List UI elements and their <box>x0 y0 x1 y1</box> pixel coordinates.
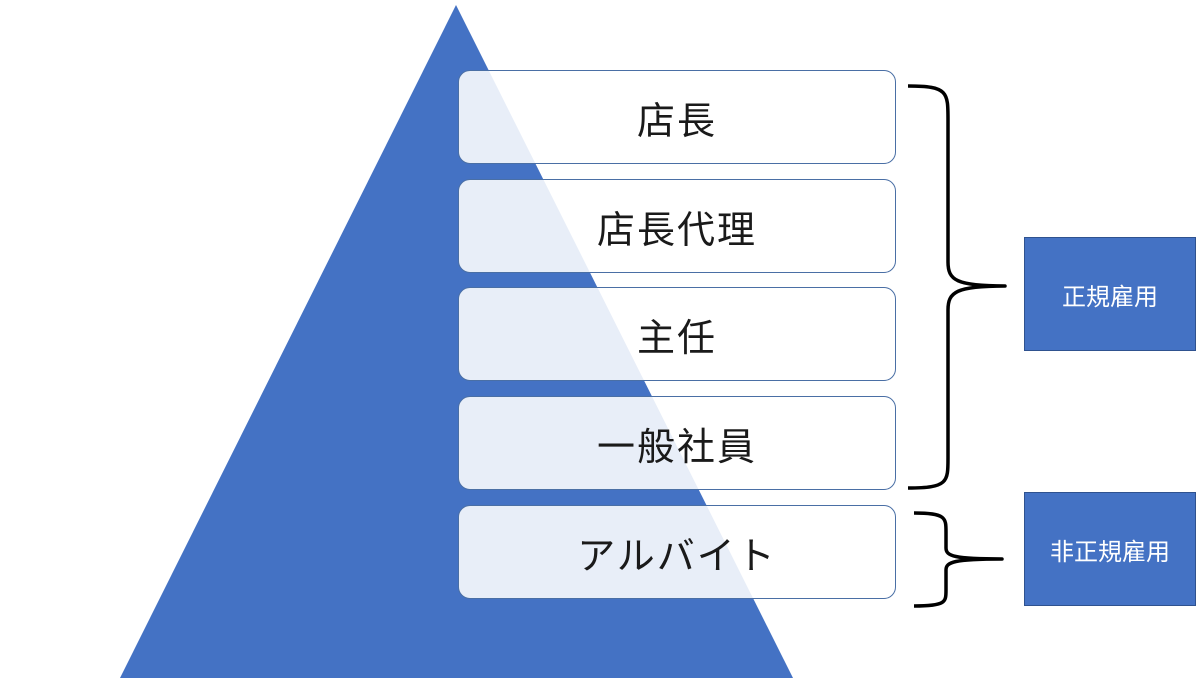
non-regular-bracket <box>913 511 1004 608</box>
category-regular-employment: 正規雇用 <box>1024 237 1196 351</box>
level-label: 一般社員 <box>596 424 757 469</box>
regular-bracket <box>907 84 1007 490</box>
level-label: 店長代理 <box>596 207 757 252</box>
level-label: 店長 <box>636 98 717 143</box>
level-general-employee: 一般社員 <box>458 396 896 490</box>
category-non-regular-employment: 非正規雇用 <box>1024 492 1196 606</box>
level-store-manager: 店長 <box>458 70 896 164</box>
level-label: 主任 <box>636 315 717 360</box>
level-deputy-store-manager: 店長代理 <box>458 179 896 273</box>
level-part-timer: アルバイト <box>458 505 896 599</box>
level-label: アルバイト <box>577 533 777 578</box>
level-chief: 主任 <box>458 287 896 381</box>
category-label: 正規雇用 <box>1062 282 1158 311</box>
category-label: 非正規雇用 <box>1050 537 1170 566</box>
